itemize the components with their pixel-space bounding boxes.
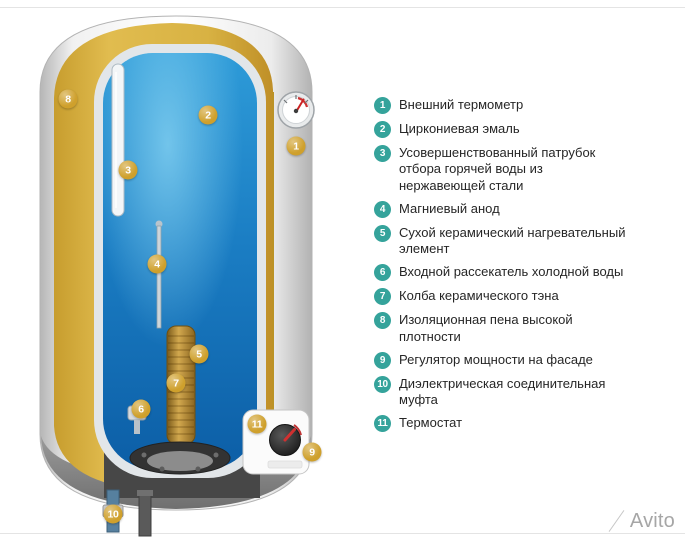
legend-number-badge: 7: [374, 288, 391, 306]
legend-number-badge: 2: [374, 121, 391, 138]
legend-item-label: Сухой керамический нагревательный элемен…: [399, 224, 626, 256]
legend-item: 3 Усовершенствованный патрубок отбора гор…: [374, 145, 678, 194]
hot-water-tube: [111, 63, 125, 217]
callout-badge-1: 1: [286, 136, 306, 156]
legend-item: 1 Внешний термометр: [374, 97, 678, 114]
legend-number-badge: 5: [374, 224, 391, 242]
top-border: [0, 7, 685, 8]
legend-item: 9 Регулятор мощности на фасаде: [374, 351, 678, 369]
legend-item-label: Термостат: [399, 415, 463, 431]
legend-item-label: Циркониевая эмаль: [399, 121, 520, 136]
anode-rod: [156, 225, 162, 329]
legend-item: 5 Сухой керамический нагревательный элеме…: [374, 224, 678, 258]
legend-item-label: Колба керамического тэна: [399, 288, 559, 304]
legend-item: 7 Колба керамического тэна: [374, 288, 678, 306]
legend-item-label: Усовершенствованный патрубок отбора горя…: [399, 145, 596, 193]
callout-badge-2: 2: [198, 105, 218, 125]
watermark-line: [608, 510, 625, 532]
callout-badge-7: 7: [166, 373, 186, 393]
callout-badge-11: 11: [247, 414, 267, 434]
legend-number-badge: 6: [374, 264, 391, 282]
legend-number-badge: 3: [374, 145, 391, 162]
legend-item-label: Входной рассекатель холодной воды: [399, 264, 624, 280]
callout-badge-8: 8: [58, 89, 78, 109]
outlet-pipe: [138, 491, 152, 537]
legend-item: 11 Термостат: [374, 415, 678, 433]
legend-item-label: Диэлектрическая соединительная муфта: [399, 375, 606, 407]
legend-number-badge: 11: [374, 415, 391, 433]
legend-item: 2 Циркониевая эмаль: [374, 121, 678, 138]
legend-item: 8 Изоляционная пена высокой плотности: [374, 312, 678, 345]
heater-cutaway-svg: [39, 15, 315, 537]
callout-badge-3: 3: [118, 160, 138, 180]
callout-badge-9: 9: [302, 442, 322, 462]
legend-number-badge: 10: [374, 375, 391, 393]
legend-item: 4 Магниевый анод: [374, 200, 678, 218]
legend-number-badge: 8: [374, 312, 391, 330]
legend-list: 1 Внешний термометр 2 Циркониевая эмаль 3 Усо…: [374, 97, 678, 433]
watermark: Avito: [629, 510, 675, 532]
callout-badge-5: 5: [189, 344, 209, 364]
callout-badge-10: 10: [103, 504, 123, 524]
legend-item: 6 Входной рассекатель холодной воды: [374, 264, 678, 282]
legend-number-badge: 4: [374, 200, 391, 218]
legend-item-label: Регулятор мощности на фасаде: [399, 351, 593, 367]
legend-item-label: Магниевый анод: [399, 200, 500, 216]
legend-item-label: Внешний термометр: [399, 97, 524, 112]
bottom-border: [0, 533, 685, 534]
legend-number-badge: 9: [374, 351, 391, 369]
callout-badge-6: 6: [131, 399, 151, 419]
legend-item-label: Изоляционная пена высокой плотности: [399, 312, 573, 344]
legend-item: 10 Диэлектрическая соединительная муфта: [374, 375, 678, 409]
callout-badge-4: 4: [147, 254, 167, 274]
legend-number-badge: 1: [374, 97, 391, 114]
